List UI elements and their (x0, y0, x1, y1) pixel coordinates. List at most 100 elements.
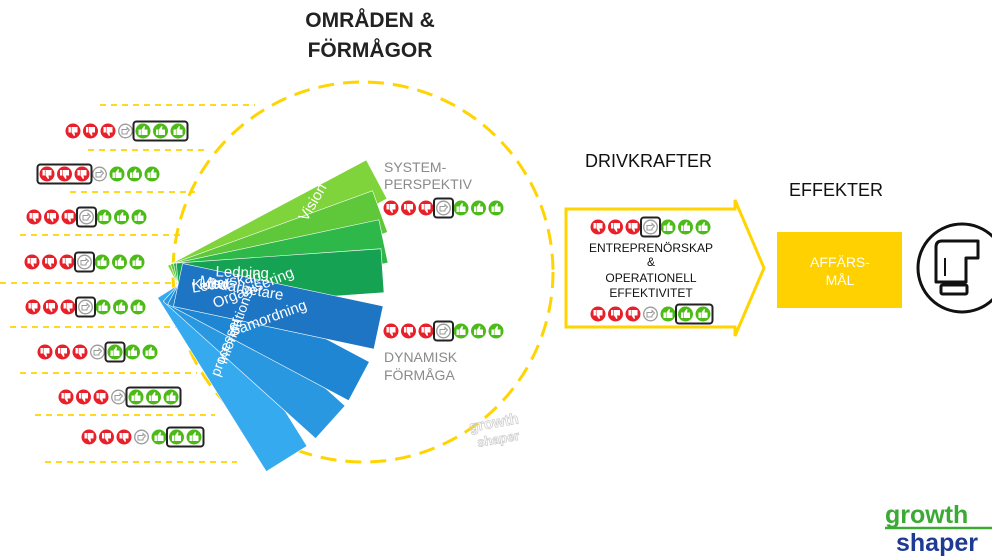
left-rating-row (81, 426, 205, 448)
arrow-text-line-4: EFFEKTIVITET (609, 286, 693, 300)
neutral-hand-icon (643, 219, 658, 235)
rating-highlight (104, 341, 126, 363)
thumbs-up-icon (488, 200, 504, 216)
thumbs-up-icon (94, 254, 110, 270)
thumbs-down-icon (93, 389, 109, 405)
left-rating-row (26, 206, 147, 228)
neutral-hand-icon (78, 299, 93, 315)
thumbs-up-icon (695, 306, 711, 322)
left-rating-rows (24, 120, 205, 448)
business-goal-line-2: MÅL (826, 272, 855, 288)
thumbs-up-icon (135, 123, 151, 139)
thumbs-down-icon (100, 123, 116, 139)
thumbs-down-icon (418, 200, 434, 216)
dynamic-capability-line-1: DYNAMISK (384, 349, 458, 365)
thumbs-down-icon (625, 219, 641, 235)
areas-circle (171, 80, 555, 464)
neutral-hand-icon (77, 254, 92, 270)
drivers-label: DRIVKRAFTER (585, 151, 712, 171)
thumbs-down-icon (81, 429, 97, 445)
rating-highlight (75, 296, 96, 318)
logo-line-2: shaper (896, 529, 978, 557)
left-rating-row (24, 251, 145, 273)
system-perspective-line-1: SYSTEM- (384, 159, 447, 175)
neutral-hand-icon (436, 323, 451, 339)
neutral-hand-icon (643, 306, 658, 322)
effects-label: EFFEKTER (789, 180, 883, 200)
arrow-bottom-rating-row (590, 303, 714, 325)
fan-card-ledarskap (173, 263, 384, 350)
heading-line-1: OMRÅDEN & (305, 8, 435, 32)
thumbs-up-icon (114, 209, 129, 225)
thumbs-down-icon (44, 209, 59, 225)
thumbs-down-icon (42, 254, 57, 270)
thumbs-up-icon (151, 429, 167, 445)
neutral-hand-icon (134, 429, 149, 445)
drivers-arrow (564, 199, 766, 337)
thumbs-down-icon (383, 200, 399, 216)
fan-label-ledning: Ledning (215, 263, 269, 282)
rating-highlight (433, 320, 454, 342)
thumbs-down-icon (43, 299, 58, 315)
left-rating-row (58, 386, 182, 408)
thumbs-up-icon (678, 306, 693, 322)
thumbs-up-icon (96, 209, 112, 225)
thumbs-down-icon (72, 344, 88, 360)
thumbs-down-icon (76, 389, 91, 405)
thumbs-down-icon (55, 344, 70, 360)
thumbs-up-icon (453, 200, 469, 216)
thumbs-down-icon (116, 429, 132, 445)
thumbs-up-icon (125, 344, 140, 360)
thumbs-up-icon (660, 219, 676, 235)
thumbs-down-icon (37, 344, 53, 360)
thumbs-up-icon (109, 166, 125, 182)
thumbs-down-icon (418, 323, 434, 339)
thumbs-up-icon (153, 123, 168, 139)
fan-label-kultur: Kultur (192, 276, 231, 293)
neutral-hand-icon (111, 389, 126, 405)
thumbs-down-icon (65, 123, 81, 139)
thumbs-down-icon (74, 166, 90, 182)
rating-highlight (74, 251, 95, 273)
thumbs-down-icon (59, 254, 75, 270)
business-goal-line-1: AFFÄRS- (810, 254, 870, 270)
thumbs-up-icon (131, 209, 147, 225)
rating-highlight (36, 163, 93, 185)
rating-highlight (76, 206, 97, 228)
thumbs-up-icon (112, 254, 127, 270)
thumbs-up-icon (107, 344, 123, 360)
thumbs-up-icon (471, 323, 486, 339)
rating-highlight (125, 386, 182, 408)
thumbs-up-icon (169, 429, 184, 445)
thumbs-up-icon (113, 299, 128, 315)
thumbs-down-icon (83, 123, 98, 139)
thumbs-up-icon (471, 200, 486, 216)
thumbs-down-icon (590, 219, 606, 235)
thumbs-down-icon (383, 323, 399, 339)
left-rating-row (37, 341, 158, 363)
rating-highlight (132, 120, 189, 142)
neutral-hand-icon (92, 166, 107, 182)
thumbs-down-icon (25, 299, 41, 315)
thumbs-up-icon (128, 389, 144, 405)
system-rating-row (383, 197, 504, 219)
arrow-text-line-3: OPERATIONELL (605, 271, 696, 285)
thumbs-down-icon (401, 200, 416, 216)
thumbs-up-icon (170, 123, 186, 139)
thumbs-up-icon (695, 219, 711, 235)
thumbs-up-icon (660, 306, 676, 322)
thumbs-down-icon (39, 166, 55, 182)
arrow-top-rating-row (590, 216, 711, 238)
capability-fan: Vision Ledning Medarbetare Kultur Ledars… (157, 159, 389, 472)
arrow-text-line-2: & (647, 255, 655, 269)
thumbs-up-icon (453, 323, 469, 339)
thumbs-up-icon (95, 299, 111, 315)
neutral-hand-icon (90, 344, 105, 360)
thumbs-up-icon (129, 254, 145, 270)
thumbs-down-icon (99, 429, 114, 445)
thumbs-down-icon (61, 209, 77, 225)
thumbs-down-icon (58, 389, 74, 405)
thumbs-down-icon (60, 299, 76, 315)
thumbs-down-icon (24, 254, 40, 270)
